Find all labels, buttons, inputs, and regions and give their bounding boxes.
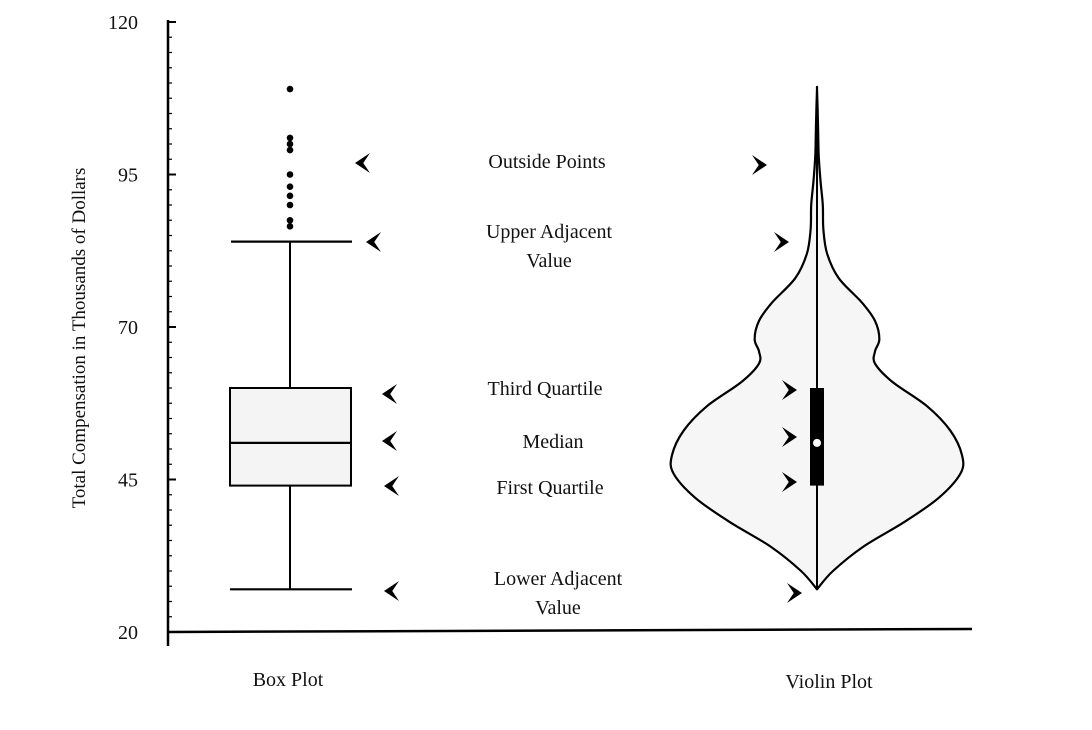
outside-point: [286, 223, 294, 230]
annotation-arrows: [355, 153, 802, 603]
violin-plot: [669, 85, 965, 591]
arrow-lower-adjacent-right: [787, 583, 802, 603]
arrow-median-right: [782, 427, 797, 447]
outside-point: [286, 134, 294, 142]
box-iqr-rect: [229, 387, 352, 487]
arrow-third-quartile-left: [382, 384, 397, 404]
y-tick-label: 45: [118, 470, 138, 492]
outside-point: [286, 192, 294, 200]
arrow-third-quartile-right: [782, 380, 797, 400]
annotation-lower-adjacent-line1: Lower Adjacent: [494, 568, 623, 590]
annotation-upper-adjacent-line2: Value: [526, 250, 572, 272]
arrow-upper-adjacent-right: [774, 232, 789, 252]
annotation-median: Median: [522, 431, 583, 453]
arrow-upper-adjacent-left: [366, 232, 381, 252]
arrow-median-left: [382, 431, 397, 451]
y-tick-label: 70: [118, 317, 138, 339]
outside-point: [286, 171, 294, 178]
y-tick-label: 20: [118, 622, 138, 644]
y-tick-label: 95: [118, 165, 138, 187]
annotation-lower-adjacent-line2: Value: [535, 597, 581, 619]
arrow-outside-points-right: [752, 155, 767, 175]
box-plot: [229, 85, 352, 591]
y-tick-label: 120: [108, 12, 138, 34]
outside-point: [286, 183, 294, 190]
outside-point: [286, 201, 294, 209]
arrow-first-quartile-right: [782, 472, 797, 492]
y-ticks: 20 45 70 95 120: [108, 12, 176, 644]
violin-iqr-bar: [810, 388, 824, 486]
annotation-upper-adjacent-line1: Upper Adjacent: [486, 221, 613, 243]
category-label-box-plot: Box Plot: [253, 669, 324, 691]
arrow-lower-adjacent-left: [384, 581, 399, 601]
arrow-outside-points-left: [355, 153, 370, 173]
y-axis-label: Total Compensation in Thousands of Dolla…: [69, 168, 90, 509]
outside-point: [286, 146, 294, 154]
category-label-violin-plot: Violin Plot: [785, 671, 873, 693]
violin-median-dot: [812, 437, 822, 448]
annotation-outside-points: Outside Points: [488, 151, 605, 173]
arrow-first-quartile-left: [384, 476, 399, 496]
annotations: Outside Points Upper Adjacent Value Thir…: [486, 151, 623, 619]
outside-point: [286, 140, 294, 148]
annotation-third-quartile: Third Quartile: [488, 378, 603, 400]
outside-point: [286, 216, 294, 224]
annotation-first-quartile: First Quartile: [496, 477, 603, 499]
x-axis-line: [167, 627, 973, 634]
outside-point: [286, 85, 294, 93]
